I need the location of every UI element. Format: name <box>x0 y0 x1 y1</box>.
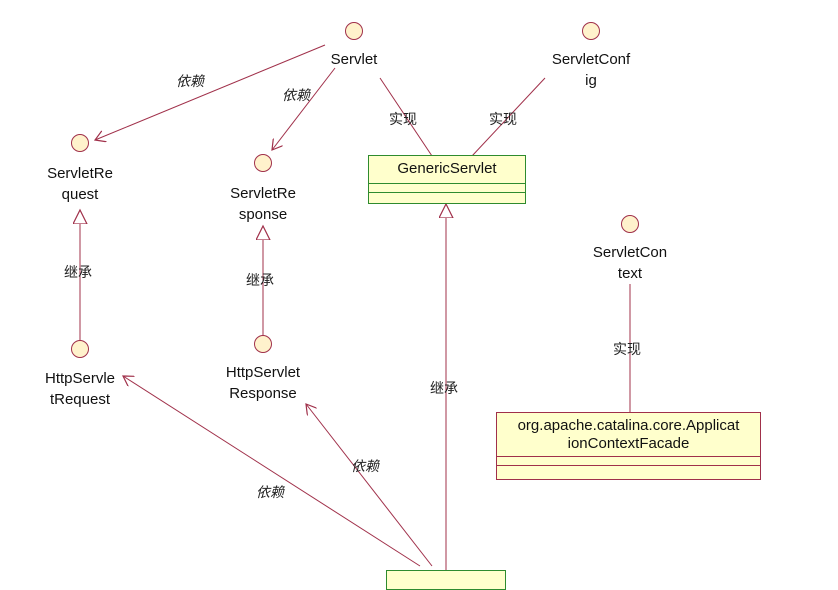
http-response-interface-icon <box>254 335 272 353</box>
realization-label-servlet: 实现 <box>389 111 417 127</box>
generic-servlet-class: GenericServlet <box>368 155 526 204</box>
servlet-response-label: ServletRe sponse <box>208 183 318 225</box>
http-servlet-class-partial <box>386 570 506 590</box>
diagram-edges <box>71 22 639 570</box>
generic-servlet-attributes <box>369 183 525 192</box>
edge-impl-to-http-request <box>123 376 421 567</box>
http-request-interface-icon <box>71 340 89 358</box>
servlet-context-label-line1: ServletCon <box>592 244 668 261</box>
inheritance-label-response: 继承 <box>246 272 274 288</box>
servlet-response-label-line2: sponse <box>238 206 288 223</box>
context-facade-class-name-line2: ionContextFacade <box>567 435 690 452</box>
context-facade-class: org.apache.catalina.core.Applicat ionCon… <box>496 412 761 480</box>
dependency-label-request: 依赖 <box>176 73 204 89</box>
servlet-config-interface-icon <box>582 22 600 40</box>
context-facade-attributes <box>497 456 760 465</box>
http-response-label: HttpServlet Response <box>203 362 323 404</box>
servlet-request-label-line1: ServletRe <box>47 165 113 182</box>
context-facade-class-name: org.apache.catalina.core.Applicat ionCon… <box>497 413 760 456</box>
context-facade-class-name-line1: org.apache.catalina.core.Applicat <box>517 417 740 434</box>
servlet-context-interface-icon <box>621 215 639 233</box>
dependency-label-response: 依赖 <box>282 87 310 103</box>
servlet-response-interface-icon <box>254 154 272 172</box>
servlet-config-label-line1: ServletConf <box>551 51 631 68</box>
inheritance-label-generic: 继承 <box>430 380 458 396</box>
realization-label-context: 实现 <box>613 341 641 357</box>
servlet-request-interface-icon <box>71 134 89 152</box>
http-response-label-line2: Response <box>229 385 297 402</box>
servlet-label: Servlet <box>330 51 378 68</box>
servlet-context-label-line2: text <box>617 265 643 282</box>
edge-generic-realizes-servlet <box>379 77 433 157</box>
context-facade-operations <box>497 465 760 474</box>
servlet-context-label: ServletCon text <box>575 242 685 284</box>
servlet-interface-icon <box>345 22 363 40</box>
servlet-request-label: ServletRe quest <box>25 163 135 205</box>
edge-impl-to-http-response <box>306 404 433 567</box>
dependency-label-http-request: 依赖 <box>256 484 284 500</box>
dependency-label-http-response: 依赖 <box>351 458 379 474</box>
realization-label-config: 实现 <box>489 111 517 127</box>
edge-generic-realizes-config <box>471 77 546 157</box>
generic-servlet-class-name: GenericServlet <box>397 160 497 177</box>
servlet-response-label-line1: ServletRe <box>230 185 296 202</box>
edge-servlet-to-request <box>95 44 326 140</box>
http-response-label-line1: HttpServlet <box>225 364 301 381</box>
uml-class-diagram: Servlet ServletConf ig ServletRe quest S… <box>25 22 761 590</box>
http-request-label-line1: HttpServle <box>44 370 116 387</box>
generic-servlet-operations <box>369 192 525 201</box>
servlet-config-label-line2: ig <box>585 72 597 89</box>
servlet-request-label-line2: quest <box>61 186 99 203</box>
inheritance-label-request: 继承 <box>64 264 92 280</box>
http-request-label-line2: tRequest <box>49 391 111 408</box>
servlet-config-label: ServletConf ig <box>531 49 651 91</box>
http-request-label: HttpServle tRequest <box>25 368 135 410</box>
edge-servlet-to-response <box>272 67 336 150</box>
